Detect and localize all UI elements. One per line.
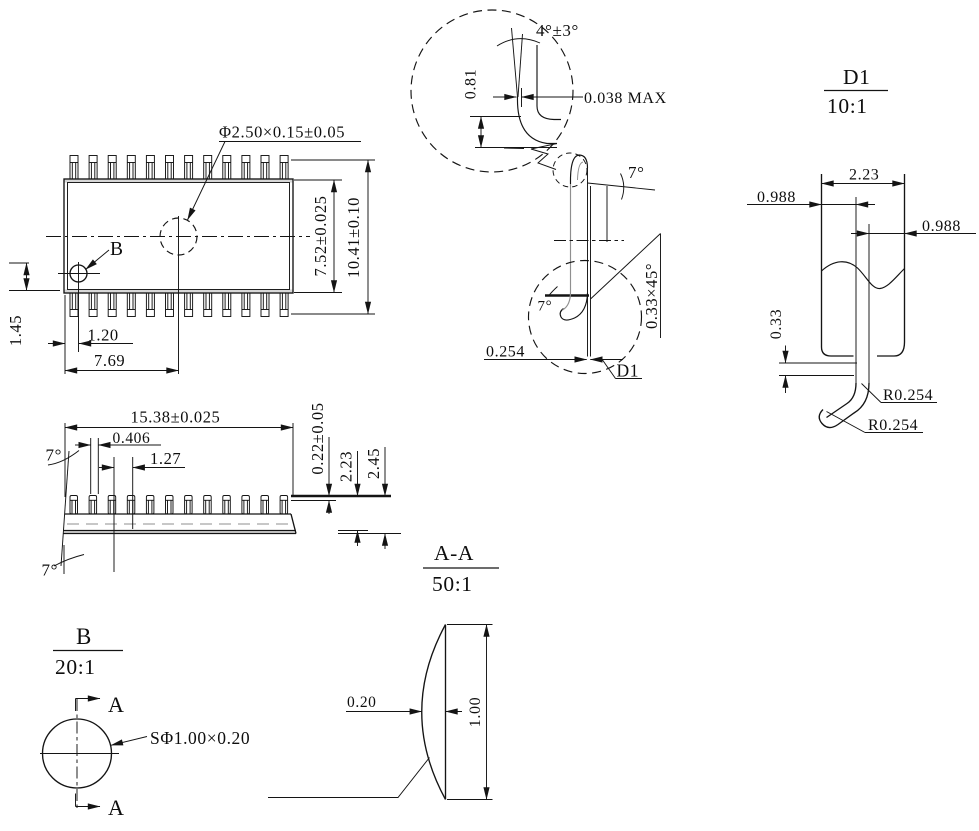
- bottom-pin-row: [69, 292, 289, 317]
- draft-angle-arc-bottom: [53, 554, 85, 567]
- foot-hook-inner: [562, 291, 572, 311]
- angle-bottom: 7°: [42, 561, 59, 580]
- dim-pin1-x: 1.20: [88, 326, 119, 345]
- dim-pin1-y: 1.45: [6, 315, 25, 346]
- dim-tip-len: 0.81: [463, 69, 480, 99]
- detail-d1-view: D1 10:1 2.23 0.988 0.988 0.33 R0.254 R0.…: [747, 65, 976, 434]
- tip-angle-arc: [496, 38, 541, 47]
- hole-note-leader: [187, 141, 226, 221]
- angle-foot: 7°: [538, 299, 553, 315]
- d1-title: D1: [843, 65, 870, 89]
- section-aa-view: A-A 50:1 0.20 1.00: [268, 541, 499, 800]
- dim-thickness: 0.254: [486, 344, 525, 361]
- draft-angle-arc-top: [47, 450, 80, 466]
- aa-dim-height: 1.00: [467, 697, 484, 727]
- lead-top-bend: [569, 154, 589, 185]
- d1-foot-inner: [826, 382, 857, 419]
- dim-body-height: 2.23: [337, 451, 356, 482]
- hole-note: Φ2.50×0.15±0.05: [219, 123, 345, 142]
- dim-total-width: 10.41±0.10: [344, 197, 363, 278]
- angle-top: 7°: [46, 446, 63, 465]
- section-label-top: A: [108, 692, 125, 717]
- radius-tip: R0.254: [868, 417, 918, 434]
- datum-b-leader: [85, 249, 110, 270]
- dim-flash: 0.038 MAX: [584, 90, 667, 107]
- d1-scale: 10:1: [827, 94, 868, 118]
- b-title: B: [76, 624, 92, 649]
- radius-tip-leader: [826, 411, 866, 433]
- dim-standoff: 0.22±0.05: [308, 402, 327, 474]
- d1-body-right: [877, 174, 906, 357]
- lead-detail: 4°±3° 0.81 0.038 MAX 7° 7° 0.254 0.33×45…: [410, 9, 667, 381]
- body-edge-band-top: [64, 179, 293, 183]
- lens-arc: [421, 624, 447, 800]
- lead-bend-balloon: [552, 152, 588, 188]
- foot-hook-outer: [559, 292, 589, 321]
- d1-break-wave: [821, 261, 905, 290]
- d1-body-left: [820, 174, 854, 357]
- dim-lead-width: 0.406: [113, 430, 151, 447]
- lead-tip-outer: [516, 96, 557, 145]
- d1-label-leader: [601, 358, 616, 379]
- angle-tip: 4°±3°: [536, 21, 579, 40]
- chamfer-leader: [590, 233, 661, 300]
- radius-top: R0.254: [883, 387, 933, 404]
- dim-body-width: 7.52±0.025: [311, 195, 330, 276]
- foot-angle-arc: [548, 286, 558, 297]
- chamfer-note: 0.33×45°: [642, 263, 661, 329]
- sphere-note: SΦ1.00×0.20: [150, 728, 250, 748]
- side-pin-row: [69, 495, 289, 515]
- d1-dim-height: 0.33: [768, 309, 785, 339]
- dim-length: 15.38±0.025: [131, 408, 221, 427]
- b-scale: 20:1: [55, 655, 96, 679]
- lead-angle-line: [587, 182, 656, 191]
- lead-tip-inner: [536, 45, 561, 121]
- front-view: 15.38±0.025 0.406 1.27 7° 7° 0.22±0.05 2…: [42, 402, 401, 580]
- d1-dim-right: 0.988: [922, 218, 961, 235]
- radius-top-leader: [861, 383, 882, 403]
- detail-b-view: B 20:1 A A SΦ1.00×0.20: [40, 624, 250, 820]
- section-label-bottom: A: [108, 795, 125, 820]
- lens-pointer: [268, 757, 430, 798]
- detail-balloon-circle: [410, 9, 574, 173]
- d1-balloon-circle: [527, 259, 643, 375]
- lead-angle-arc: [620, 173, 625, 200]
- dim-total-height: 2.45: [364, 448, 383, 479]
- dim-hole-x: 7.69: [94, 351, 125, 370]
- top-view: Φ2.50×0.15±0.05 B 7.52±0.025 10.41±0.10 …: [6, 123, 375, 374]
- sphere-note-leader: [110, 736, 148, 746]
- aa-dim-depth: 0.20: [347, 694, 377, 711]
- angle-lead: 7°: [628, 163, 645, 182]
- draft-angle-line: [60, 450, 70, 567]
- body-bottom-band: [64, 531, 295, 534]
- dim-pitch: 1.27: [150, 449, 181, 468]
- datum-b-label: B: [110, 239, 124, 260]
- aa-scale: 50:1: [432, 572, 473, 596]
- d1-label: D1: [617, 361, 640, 381]
- aa-title: A-A: [434, 541, 474, 565]
- d1-dim-left: 0.988: [757, 189, 796, 206]
- d1-dim-width: 2.23: [849, 167, 879, 184]
- detail-break-squiggle: [530, 143, 558, 170]
- top-pin-row: [69, 155, 289, 180]
- d1-foot-outer: [818, 382, 870, 429]
